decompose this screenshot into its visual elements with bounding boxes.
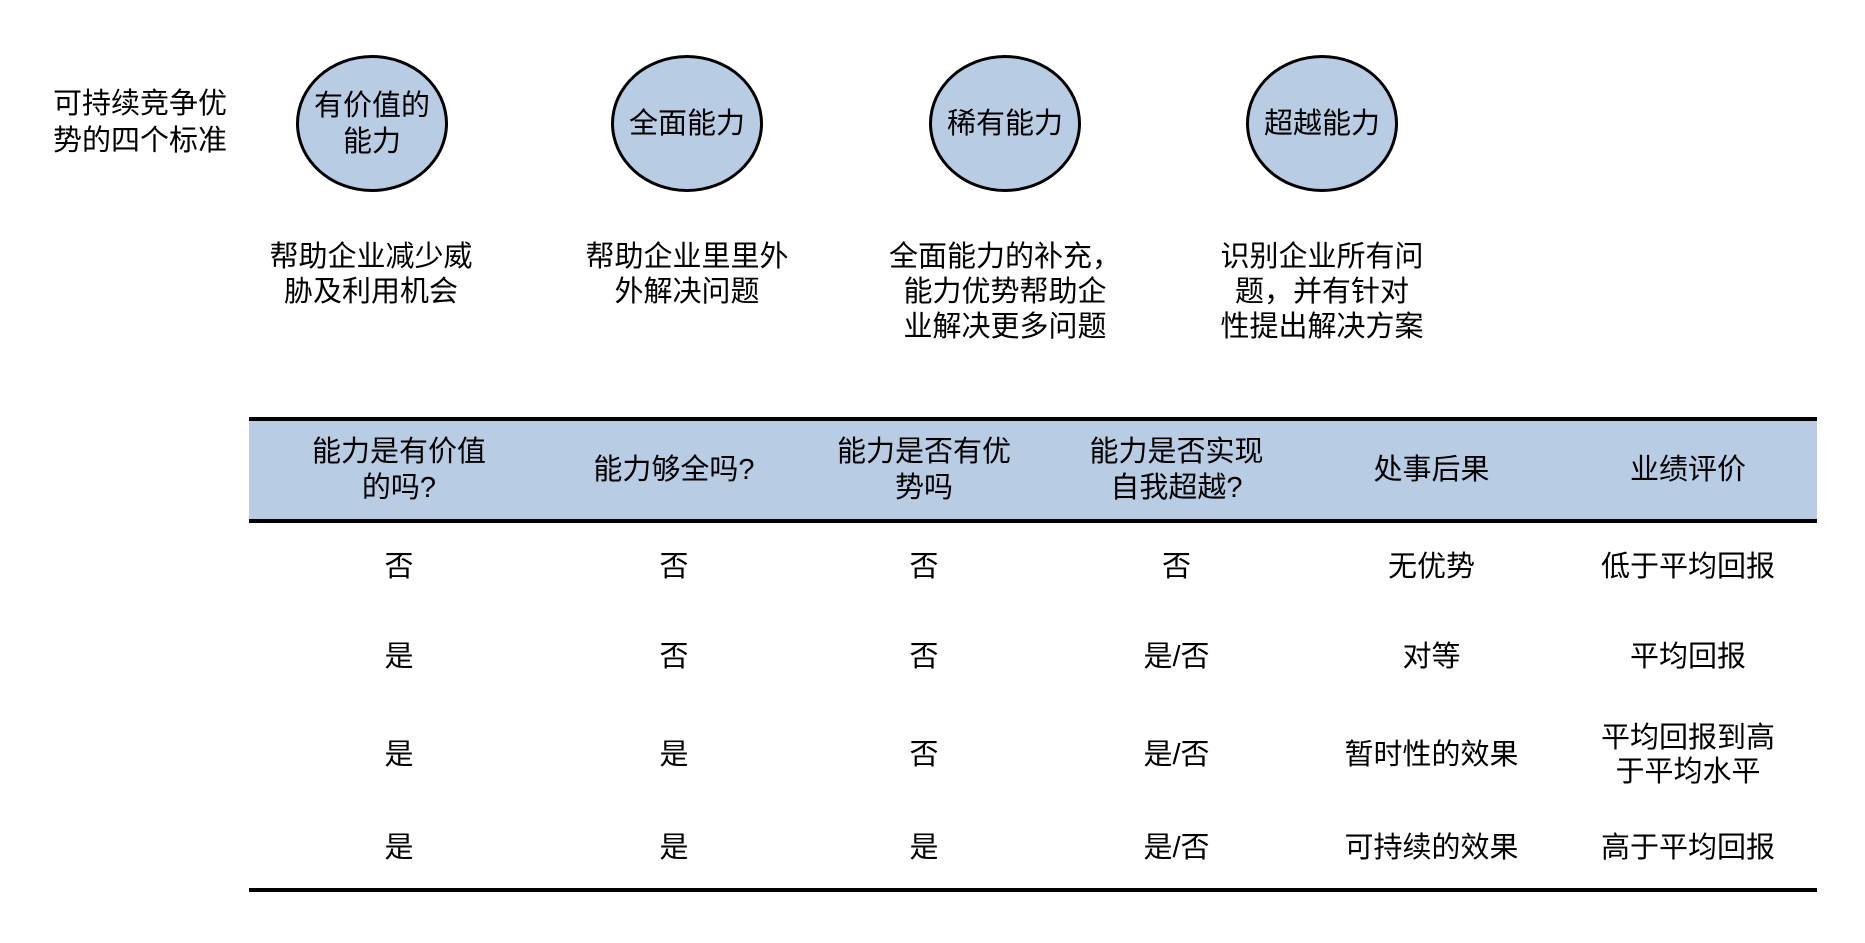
criterion-circle-label: 稀有能力 <box>946 107 1063 140</box>
table-header-cell: 能力是否有优 势吗 <box>836 436 1011 504</box>
criterion-description: 全面能力的补充， 能力优势帮助企 业解决更多问题 <box>888 241 1121 343</box>
criterion-description: 帮助企业减少威 胁及利用机会 <box>269 241 473 308</box>
table-row: 是 否 否 是/否 对等 平均回报 <box>249 611 1817 702</box>
table-cell: 是 <box>384 640 414 673</box>
criterion-circle-valuable: 有价值的 能力 <box>296 55 448 192</box>
table-header-cell: 能力是否实现 自我超越? <box>1089 436 1264 504</box>
table-cell: 暂时性的效果 <box>1344 738 1519 771</box>
table-row: 否 否 否 否 无优势 低于平均回报 <box>249 523 1817 611</box>
table-cell: 平均回报到高 于平均水平 <box>1600 721 1775 788</box>
criterion-circle-rare: 稀有能力 <box>929 55 1081 192</box>
table-bottom-rule <box>249 888 1817 892</box>
table-cell: 无优势 <box>1387 551 1475 583</box>
table-cell: 高于平均回报 <box>1600 831 1775 864</box>
criterion-circle-label: 超越能力 <box>1263 107 1380 140</box>
table-cell: 是 <box>909 831 939 864</box>
criterion-circle-comprehensive: 全面能力 <box>611 55 763 192</box>
criterion-circle-label: 全面能力 <box>628 107 745 140</box>
table-cell: 是/否 <box>1143 640 1210 673</box>
table-cell: 是 <box>384 738 414 771</box>
criteria-table: 能力是有价值 的吗? 能力够全吗? 能力是否有优 势吗 能力是否实现 自我超越?… <box>249 417 1817 892</box>
table-cell: 否 <box>909 640 939 673</box>
table-cell: 否 <box>909 551 939 583</box>
criterion-description: 识别企业所有问 题，并有针对 性提出解决方案 <box>1220 241 1424 343</box>
table-cell: 否 <box>1161 551 1191 583</box>
table-cell: 是 <box>659 738 689 771</box>
diagram-title: 可持续竞争优 势的四个标准 <box>52 88 227 157</box>
table-cell: 可持续的效果 <box>1344 831 1519 864</box>
criterion-circle-transcendent: 超越能力 <box>1246 55 1398 192</box>
table-cell: 否 <box>384 551 414 583</box>
table-cell: 平均回报 <box>1629 640 1746 673</box>
table-header-cell: 处事后果 <box>1373 454 1490 486</box>
table-row: 是 是 否 是/否 暂时性的效果 平均回报到高 于平均水平 <box>249 702 1817 807</box>
table-cell: 是 <box>384 831 414 864</box>
table-header-cell: 能力够全吗? <box>593 454 755 486</box>
table-cell: 低于平均回报 <box>1600 551 1775 583</box>
criterion-description: 帮助企业里里外 外解决问题 <box>585 241 789 308</box>
criterion-circle-label: 有价值的 能力 <box>313 89 430 158</box>
table-cell: 否 <box>659 551 689 583</box>
table-row: 是 是 是 是/否 可持续的效果 高于平均回报 <box>249 807 1817 888</box>
table-cell: 否 <box>909 738 939 771</box>
table-cell: 否 <box>659 640 689 673</box>
table-cell: 是 <box>659 831 689 864</box>
table-header-row: 能力是有价值 的吗? 能力够全吗? 能力是否有优 势吗 能力是否实现 自我超越?… <box>249 417 1817 523</box>
table-header-cell: 业绩评价 <box>1629 454 1746 486</box>
table-cell: 是/否 <box>1143 831 1210 864</box>
table-header-cell: 能力是有价值 的吗? <box>311 436 486 504</box>
table-cell: 对等 <box>1402 640 1461 673</box>
table-cell: 是/否 <box>1143 738 1210 771</box>
